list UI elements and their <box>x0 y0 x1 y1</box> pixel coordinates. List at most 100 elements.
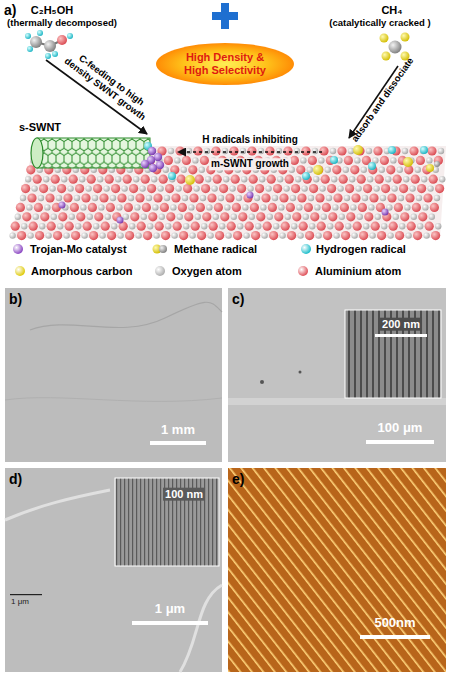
aluminium-atom <box>207 193 216 202</box>
oxygen-atom <box>85 185 91 191</box>
aluminium-atom <box>35 231 44 240</box>
hydrogen-atom <box>27 46 33 52</box>
aluminium-atom <box>215 231 224 240</box>
afm-image <box>228 468 446 672</box>
oxygen-atom <box>110 195 116 201</box>
oxygen-atom <box>331 176 337 182</box>
amorphous-carbon <box>353 145 363 155</box>
aluminium-atom <box>179 231 188 240</box>
aluminium-atom <box>263 222 272 231</box>
oxygen-atom <box>308 195 314 201</box>
aluminium-atom <box>63 193 72 202</box>
hydrogen-radical <box>388 146 396 154</box>
sem-inset <box>345 310 441 398</box>
aluminium-atom <box>405 193 414 202</box>
aluminium-atom <box>184 212 193 221</box>
aluminium-atom <box>412 203 421 212</box>
arrow-label: C-feeding to high density SWNT growth <box>61 46 154 123</box>
aluminium-atom <box>346 212 355 221</box>
legend-text: Trojan-Mo catalyst <box>30 242 127 256</box>
aluminium-atom <box>197 231 206 240</box>
oxygen-atom <box>175 185 181 191</box>
hydrogen-radical <box>368 162 376 170</box>
aluminium-atom <box>143 231 152 240</box>
aluminium-atom <box>268 203 277 212</box>
oxygen-atom <box>435 223 441 229</box>
oxygen-atom <box>151 176 157 182</box>
aluminium-atom <box>232 203 241 212</box>
legend-swatch <box>15 266 25 276</box>
mo-catalyst <box>149 164 157 172</box>
oxygen-atom <box>20 195 26 201</box>
aluminium-atom <box>153 193 162 202</box>
oxygen-atom <box>165 223 171 229</box>
oxygen-atom <box>69 214 75 220</box>
oxygen-atom <box>21 223 27 229</box>
aluminium-atom <box>40 212 49 221</box>
amorphous-carbon <box>313 165 323 175</box>
oxygen-atom <box>381 223 387 229</box>
oxygen-atom <box>33 214 39 220</box>
oxygen-atom <box>223 176 229 182</box>
oxygen-atom <box>357 214 363 220</box>
oxygen-atom <box>123 214 129 220</box>
aluminium-atom <box>193 146 202 155</box>
aluminium-atom <box>88 203 97 212</box>
hydrogen-atom <box>52 51 58 57</box>
oxygen-atom <box>321 214 327 220</box>
oxygen-atom <box>285 214 291 220</box>
oxygen-atom <box>319 185 325 191</box>
aluminium-atom <box>189 193 198 202</box>
oxygen-atom <box>243 232 249 238</box>
hydrogen-atom <box>37 30 43 36</box>
hydrogen-radical <box>168 172 176 180</box>
oxygen-atom <box>375 214 381 220</box>
mo-catalyst <box>141 160 149 168</box>
oxygen-atom <box>128 195 134 201</box>
oxygen-atom <box>57 35 67 45</box>
oxygen-atom <box>345 223 351 229</box>
aluminium-atom <box>129 184 138 193</box>
aluminium-atom <box>301 146 310 155</box>
oxygen-atom <box>300 157 306 163</box>
oxygen-atom <box>15 214 21 220</box>
carbon-atom <box>44 40 56 52</box>
oxygen-atom <box>326 195 332 201</box>
oxygen-atom <box>279 232 285 238</box>
note: (catalytically cracked ) <box>329 18 430 29</box>
aluminium-atom <box>137 222 146 231</box>
oxygen-atom <box>45 232 51 238</box>
aluminium-atom <box>341 231 350 240</box>
node-text: High Density & High Selectivity <box>175 51 275 77</box>
aluminium-atom <box>148 212 157 221</box>
sem-inset <box>115 478 219 566</box>
legend-text: Methane radical <box>174 242 257 256</box>
oxygen-atom <box>247 185 253 191</box>
oxygen-atom <box>303 214 309 220</box>
oxygen-atom <box>141 214 147 220</box>
oxygen-atom <box>157 185 163 191</box>
aluminium-atom <box>359 231 368 240</box>
aluminium-atom <box>219 184 228 193</box>
hydrogen-atom <box>67 33 73 39</box>
aluminium-atom <box>340 203 349 212</box>
oxygen-atom <box>278 204 284 210</box>
oxygen-atom <box>398 195 404 201</box>
aluminium-atom <box>29 222 38 231</box>
oxygen-atom <box>200 195 206 201</box>
oxygen-atom <box>313 176 319 182</box>
aluminium-atom <box>357 175 366 184</box>
oxygen-atom <box>103 185 109 191</box>
oxygen-atom <box>61 176 67 182</box>
oxygen-atom <box>87 214 93 220</box>
aluminium-atom <box>364 212 373 221</box>
aluminium-atom <box>297 193 306 202</box>
oxygen-atom <box>39 223 45 229</box>
oxygen-atom <box>152 204 158 210</box>
aluminium-atom <box>423 193 432 202</box>
oxygen-atom <box>260 204 266 210</box>
aluminium-atom <box>57 184 66 193</box>
aluminium-atom <box>285 175 294 184</box>
oxygen-atom <box>355 185 361 191</box>
mo-catalyst <box>59 202 66 209</box>
